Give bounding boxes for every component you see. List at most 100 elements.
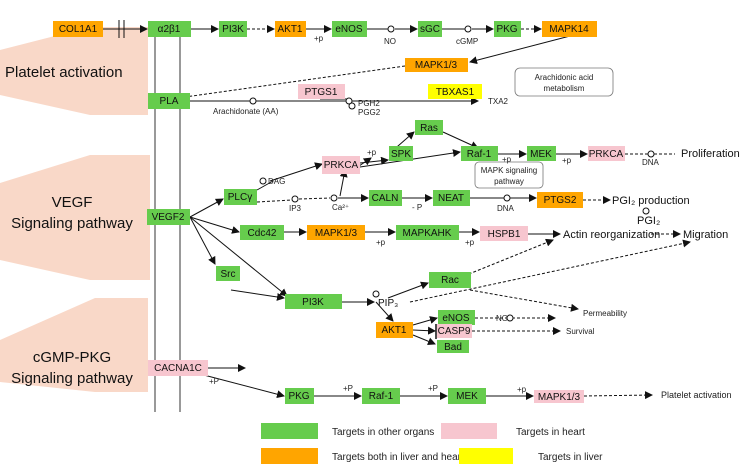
legend-green-label: Targets in other organs [332,427,434,438]
node-pi3k-mid[interactable]: PI3K [285,294,342,309]
node-prkca-right[interactable]: PRKCA [588,146,625,161]
node-neat-label: NEAT [438,193,464,204]
node-hspb1[interactable]: HSPB1 [480,226,528,241]
label-pgi2: PGI₂ [637,215,660,227]
label-permeability: Permeability [583,309,627,318]
section-platelet-title: Platelet activation [5,64,123,81]
node-cacna1c[interactable]: CACNA1C [148,360,208,376]
node-vegf2-label: VEGF2 [152,212,185,223]
node-pkg-bot[interactable]: PKG [285,388,314,404]
node-akt1-top[interactable]: AKT1 [275,21,306,37]
legend-green-swatch [261,423,318,439]
node-neat[interactable]: NEAT [433,190,470,206]
node-hspb1-label: HSPB1 [488,229,521,240]
node-raf1-bot[interactable]: Raf-1 [362,388,400,404]
node-bad-label: Bad [444,342,462,353]
node-pi3k-mid-label: PI3K [302,297,324,308]
node-tbxas1[interactable]: TBXAS1 [428,84,482,99]
label-pgi2-production: PGI₂ production [612,195,690,207]
edge-labels: +p NO cGMP Arachidonate (AA) PGH2 PGG2 T… [209,34,740,400]
node-raf1-bot-label: Raf-1 [369,391,394,402]
node-src[interactable]: Src [216,266,240,281]
node-pkg-bot-label: PKG [288,391,309,402]
node-spk[interactable]: SPK [389,146,413,161]
node-mek-mid-label: MEK [530,149,552,160]
node-mapkahk[interactable]: MAPKAHK [396,225,459,240]
node-mapk13-top[interactable]: MAPK1/3 [405,58,468,72]
legend-green: Targets in other organs [261,423,434,439]
label-p-hsp: +p [465,238,475,247]
node-pkg-top[interactable]: PKG [494,21,521,37]
node-akt1-low-label: AKT1 [381,325,406,336]
node-casp9[interactable]: CASP9 [437,324,472,338]
node-raf1-mid[interactable]: Raf-1 [461,146,498,161]
node-mek-mid[interactable]: MEK [527,146,556,161]
node-ras[interactable]: Ras [415,120,443,135]
label-p-cac: +P [209,377,219,386]
node-akt1-top-label: AKT1 [277,24,302,35]
legend-pink: Targets in heart [441,423,585,439]
label-actin-reorganization: Actin reorganization [563,229,660,241]
node-enos-top-label: eNOS [335,24,363,35]
legend-orange: Targets both in liver and heart [261,448,464,464]
node-ptgs2[interactable]: PTGS2 [537,192,583,208]
node-cdc42-label: Cdc42 [248,228,277,239]
band-cgmp [0,298,148,392]
node-col1a1[interactable]: COL1A1 [53,21,103,37]
node-mapk13-bot-label: MAPK1/3 [538,392,581,403]
label-dag: DAG [268,177,285,186]
node-mapk14-label: MAPK14 [549,24,589,35]
mapk-signaling-box[interactable]: MAPK signaling pathway [474,161,544,189]
label-no-top: NO [384,37,396,46]
node-ptgs1-label: PTGS1 [305,87,338,98]
legend-yellow: Targets in liver [459,448,603,464]
node-plcy[interactable]: PLCγ [224,189,257,205]
node-mek-bot-label: MEK [456,391,478,402]
node-mapk14[interactable]: MAPK14 [542,21,597,37]
node-cacna1c-label: CACNA1C [154,363,202,374]
node-spk-label: SPK [391,149,411,160]
node-mapk13-mid[interactable]: MAPK1/3 [307,225,365,240]
label-pgg2: PGG2 [358,108,381,117]
label-cgmp: cGMP [456,37,478,46]
node-bad[interactable]: Bad [437,340,469,353]
label-no-low: NO [496,314,508,323]
node-prkca-mid-label: PRKCA [324,160,359,171]
node-cdc42[interactable]: Cdc42 [240,225,284,240]
node-prkca-mid[interactable]: PRKCA [322,156,360,174]
label-pip3: PIP₃ [378,298,398,309]
node-a2b1[interactable]: α2β1 [148,21,191,37]
metabolites [249,25,655,322]
label-platelet-activation-end: Platelet activation [661,390,732,400]
node-vegf2[interactable]: VEGF2 [147,209,190,225]
section-titles: Platelet activation VEGF Signaling pathw… [5,64,133,387]
mapk-box-line1: MAPK signaling [481,166,537,175]
label-p-raf: +P [343,384,353,393]
legend-orange-label: Targets both in liver and heart [332,452,464,463]
node-sgc[interactable]: sGC [418,21,442,37]
section-bands [0,27,150,392]
section-cgmp-title-1: cGMP-PKG [33,349,111,366]
arachidonic-metabolism-box[interactable]: Arachidonic acid metabolism [514,67,614,97]
node-enos-top[interactable]: eNOS [332,21,367,37]
label-p-mapkb: +p [517,385,527,394]
node-mapk13-mid-label: MAPK1/3 [315,228,358,239]
node-tbxas1-label: TBXAS1 [436,87,475,98]
label-ip3: IP3 [289,204,302,213]
node-pla[interactable]: PLA [148,93,190,109]
node-ras-label: Ras [420,123,438,134]
node-akt1-low[interactable]: AKT1 [376,322,413,338]
node-mek-bot[interactable]: MEK [448,388,486,404]
node-caln[interactable]: CALN [369,190,402,206]
node-rac-label: Rac [441,275,459,286]
node-pi3k-top[interactable]: PI3K [219,21,247,37]
node-rac[interactable]: Rac [429,272,471,288]
label-survival: Survival [566,327,595,336]
node-mapkahk-label: MAPKAHK [403,228,452,239]
node-enos-low[interactable]: eNOS [438,310,475,325]
node-ptgs1[interactable]: PTGS1 [298,84,345,99]
node-a2b1-label: α2β1 [158,24,181,35]
node-mapk13-bot[interactable]: MAPK1/3 [534,390,584,403]
label-ca: Ca²⁺ [332,203,349,212]
